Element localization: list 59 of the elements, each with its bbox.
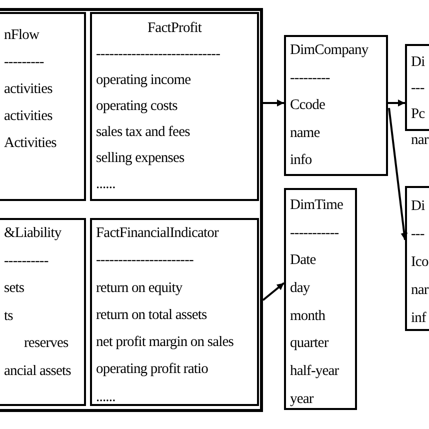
table-box (90, 12, 259, 201)
field-name: year (290, 392, 314, 408)
field-name: sales tax and fees (96, 125, 190, 141)
table-title: &Liability (4, 226, 62, 242)
field-name: quarter (290, 336, 328, 352)
separator-dashes: --- (411, 81, 424, 97)
field-name: return on equity (96, 280, 182, 297)
table-title: nFlow (4, 28, 40, 44)
arrow (388, 99, 405, 106)
group-frame (0, 8, 263, 412)
field-name: info (290, 153, 312, 169)
field-name: Activities (4, 136, 56, 152)
field-name: day (290, 281, 310, 297)
field-name: half-year (290, 364, 339, 380)
separator-dashes: ---------- (4, 254, 48, 270)
arrow (262, 282, 285, 301)
field-name: selling expenses (96, 151, 184, 167)
table-box (90, 218, 259, 406)
field-name: sets (4, 281, 24, 297)
field-name: net profit margin on sales (96, 335, 234, 352)
field-name: reserves (24, 336, 68, 352)
field-name: activities (4, 82, 52, 98)
table-title: FactFinancialIndicator (96, 226, 218, 242)
arrow (263, 99, 284, 106)
field-name: Ico (411, 255, 428, 271)
table-title: DimTime (290, 198, 344, 214)
table-box (405, 186, 429, 331)
separator-dashes: ----------- (290, 226, 339, 242)
table-box (284, 188, 357, 410)
table-title: Di (411, 55, 425, 71)
arrow (388, 108, 408, 240)
field-name: Ccode (290, 98, 326, 114)
field-name: ...... (96, 390, 116, 406)
field-name: nar (411, 133, 428, 149)
field-name: operating profit ratio (96, 362, 208, 378)
field-name: Pc (411, 107, 425, 123)
table-title: FactProfit (148, 21, 202, 37)
separator-dashes: ---------------------- (96, 253, 194, 270)
field-name: ancial assets (4, 364, 71, 380)
field-name: operating costs (96, 99, 178, 115)
table-box (284, 35, 388, 176)
separator-dashes: --------- (4, 55, 44, 71)
separator-dashes: --------- (290, 70, 330, 86)
table-title: DimCompany (290, 43, 368, 59)
table-box (0, 12, 86, 201)
field-name: operating income (96, 73, 191, 89)
table-box (0, 218, 86, 406)
field-name: month (290, 308, 326, 325)
table-title: Di (411, 199, 425, 215)
separator-dashes: --- (411, 227, 424, 243)
field-name: activities (4, 109, 52, 125)
field-name: ...... (96, 177, 116, 193)
field-name: nar (411, 283, 428, 299)
field-name: Date (290, 253, 316, 270)
separator-dashes: ---------------------------- (96, 47, 220, 63)
field-name: inf (411, 311, 426, 327)
field-name: return on total assets (96, 308, 207, 324)
field-name: name (290, 126, 320, 142)
field-name: ts (4, 308, 13, 324)
